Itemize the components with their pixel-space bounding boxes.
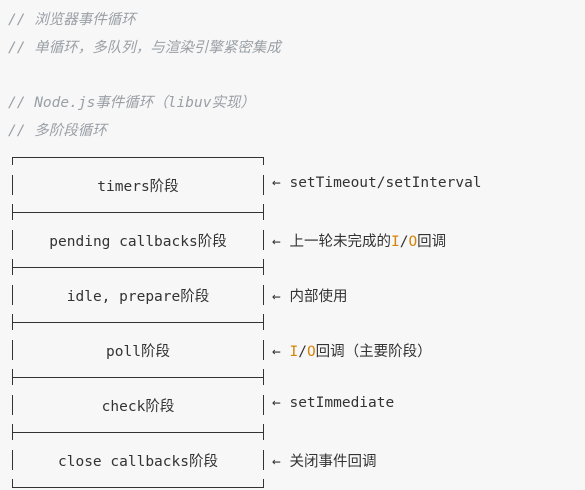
left-arrow-icon: ← xyxy=(272,395,281,411)
note-text: 内部使用 xyxy=(289,289,348,305)
left-arrow-icon: ← xyxy=(272,289,281,305)
phase-note-close-callbacks: ← 关闭事件回调 xyxy=(272,450,376,471)
note-text: setTimeout/setInterval xyxy=(289,175,482,191)
corner-tick xyxy=(12,479,13,487)
box-divider xyxy=(12,432,264,433)
box-divider xyxy=(12,377,264,378)
left-border xyxy=(12,340,13,360)
phase-note-pending-callbacks: ← 上一轮未完成的I/O回调 xyxy=(272,230,446,251)
left-border xyxy=(12,369,13,385)
right-border xyxy=(263,230,264,250)
phase-note-idle-prepare: ← 内部使用 xyxy=(272,285,347,306)
corner-tick xyxy=(263,479,264,487)
box-divider xyxy=(12,267,264,268)
left-arrow-icon: ← xyxy=(272,234,281,250)
io-highlight: I xyxy=(289,344,299,360)
phase-note-timers: ← setTimeout/setInterval xyxy=(272,175,482,191)
right-border xyxy=(263,340,264,360)
comment-line: // 单循环，多队列，与渲染引擎紧密集成 xyxy=(8,40,281,56)
left-border xyxy=(12,395,13,415)
phase-label-poll: poll阶段 xyxy=(106,344,170,360)
box-border-top xyxy=(12,157,264,158)
comment-line: // Node.js事件循环（libuv实现） xyxy=(8,95,255,111)
phase-note-check: ← setImmediate xyxy=(272,395,394,411)
right-border xyxy=(263,259,264,275)
corner-tick xyxy=(263,157,264,165)
right-border xyxy=(263,314,264,330)
right-border xyxy=(263,424,264,440)
right-border xyxy=(263,204,264,220)
left-arrow-icon: ← xyxy=(272,175,281,191)
right-border xyxy=(263,450,264,470)
left-border xyxy=(12,450,13,470)
box-divider xyxy=(12,322,264,323)
note-text: 回调（主要阶段） xyxy=(315,344,432,360)
right-border xyxy=(263,395,264,415)
box-divider xyxy=(12,212,264,213)
comment-line: // 多阶段循环 xyxy=(8,123,107,139)
io-highlight: O xyxy=(306,344,316,360)
right-border xyxy=(263,285,264,305)
note-text: 上一轮未完成的 xyxy=(289,234,391,250)
left-border xyxy=(12,424,13,440)
box-border-bottom xyxy=(12,487,264,488)
left-border xyxy=(12,204,13,220)
right-border xyxy=(263,369,264,385)
left-border xyxy=(12,285,13,305)
phase-note-poll: ← I/O回调（主要阶段） xyxy=(272,340,432,361)
note-text: 关闭事件回调 xyxy=(289,454,377,470)
left-border xyxy=(12,230,13,250)
phase-label-check: check阶段 xyxy=(101,399,175,415)
phase-label-close-callbacks: close callbacks阶段 xyxy=(58,454,218,470)
right-border xyxy=(263,175,264,195)
left-arrow-icon: ← xyxy=(272,344,281,360)
comment-line: // 浏览器事件循环 xyxy=(8,12,136,28)
io-highlight: O xyxy=(408,234,418,250)
io-slash: / xyxy=(399,234,409,250)
phase-label-idle-prepare: idle, prepare阶段 xyxy=(66,289,210,305)
left-border xyxy=(12,259,13,275)
note-text: 回调 xyxy=(417,234,447,250)
left-border xyxy=(12,175,13,195)
corner-tick xyxy=(12,157,13,165)
io-highlight: I xyxy=(390,234,400,250)
phase-label-timers: timers阶段 xyxy=(97,179,179,195)
left-border xyxy=(12,314,13,330)
io-slash: / xyxy=(298,344,307,360)
phase-label-pending-callbacks: pending callbacks阶段 xyxy=(49,234,227,250)
left-arrow-icon: ← xyxy=(272,454,281,470)
note-text: setImmediate xyxy=(289,395,395,411)
